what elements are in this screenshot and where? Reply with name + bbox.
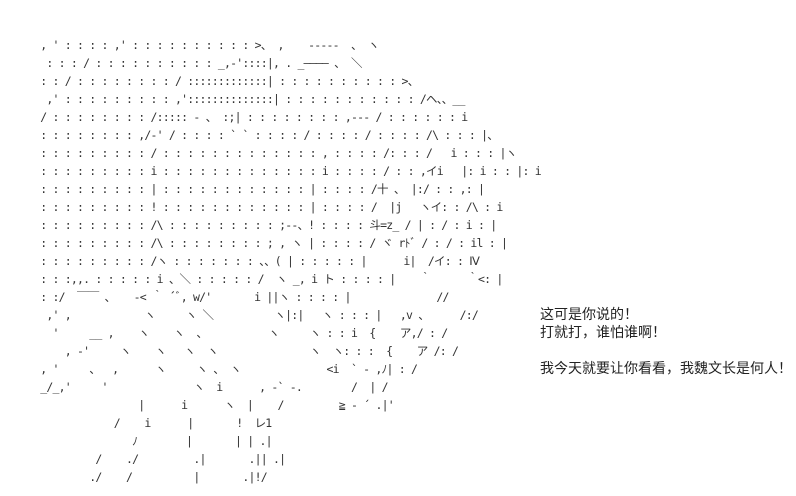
dialogue-line-3: 我今天就要让你看看，我魏文长是何人！ bbox=[540, 361, 792, 377]
art-line: , ‐' ヽ ヽ ヽ ヽ ヽ ヽ: : : { ア /: / bbox=[28, 344, 459, 358]
art-line: : : : : : : : : ,/‐' / : : : : ` ` : : :… bbox=[28, 128, 499, 142]
art-line: : : : : : : : : : / : : : : : : : : : : … bbox=[28, 146, 517, 160]
art-line: ./ / | .|!/ bbox=[28, 470, 267, 484]
art-line: , ' : : : : ,' : : : : : : : : : : >、 , … bbox=[28, 38, 379, 52]
art-line: : : : : : : : : : /\ : : : : : : : : ; ,… bbox=[28, 236, 508, 250]
art-line: ﾉ | | | .| bbox=[28, 434, 272, 448]
art-line: | i ヽ | / ≧ - ´ .|' bbox=[28, 398, 394, 412]
art-line: : :/ ￣￣ 、 -< ｀ ´ﾞ, w/' i ||ヽ : : : : | /… bbox=[28, 290, 449, 304]
art-line: / i | ! レ1 bbox=[28, 416, 272, 430]
art-line: : : : : : : : : : ! : : : : : : : : : : … bbox=[28, 200, 503, 214]
art-line: , ' 、 , ヽ ヽ 、 ヽ <i ` ‐ ,ﾉ| : / bbox=[28, 362, 418, 376]
art-line: / : : : : : : : : /::::: ‐ 、 :;| : : : :… bbox=[28, 110, 468, 124]
art-line: _/_,' ' ヽ i , ‐` ‐. / | / bbox=[28, 380, 388, 394]
art-line: : : :,,. : : : : : i 、＼ : : : : : / ヽ _,… bbox=[28, 272, 503, 286]
dialogue-line-1: 这可是你说的！ bbox=[540, 307, 638, 323]
art-line: ,' : : : : : : : : : ,'::::::::::::::| :… bbox=[28, 92, 465, 106]
art-line: : : : : : : : : : | : : : : : : : : : : … bbox=[28, 182, 485, 196]
art-line: : : : : : : : : : i : : : : : : : : : : … bbox=[28, 164, 541, 178]
art-line: : : / : : : : : : : : / :::::::::::::| :… bbox=[28, 74, 419, 88]
art-line: / ./ .| .|| .| bbox=[28, 452, 286, 466]
art-line: : : : : : : : : : /\ : : : : : : : : : ;… bbox=[28, 218, 497, 232]
art-line: : : : / : : : : : : : : : : _,-'::::|, .… bbox=[28, 56, 362, 70]
ascii-art-character: , ' : : : : ,' : : : : : : : : : : >、 , … bbox=[28, 36, 541, 486]
art-line: ' __ , ヽ ヽ 、 ヽ ヽ : : i { ア,/ : / bbox=[28, 326, 448, 340]
art-line: : : : : : : : : : /ヽ : : : : : : : 、、( |… bbox=[28, 254, 480, 268]
dialogue-line-2: 打就打，谁怕谁啊！ bbox=[540, 325, 666, 341]
art-line: ,' , ヽ ヽ ＼ ヽ|:| ヽ : : : | ,v 、 /:/ bbox=[28, 308, 478, 322]
